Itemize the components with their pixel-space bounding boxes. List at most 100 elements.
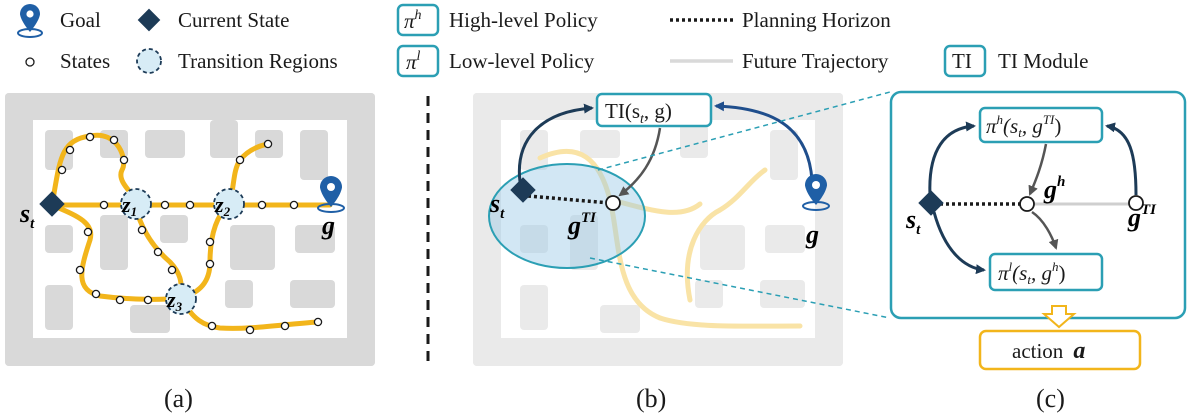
pi-h-box-close: ) bbox=[1054, 114, 1061, 138]
pi-h-badge-symbol: π bbox=[404, 9, 415, 33]
transition-region-z1: z1 bbox=[120, 188, 152, 220]
pi-l-box-mid: , g bbox=[1031, 261, 1052, 285]
svg-text:z1: z1 bbox=[121, 192, 137, 219]
current-state-c bbox=[918, 190, 944, 216]
st-a-subscript: t bbox=[30, 216, 35, 232]
transition-region-icon bbox=[136, 48, 162, 74]
transition-region-z2: z2 bbox=[213, 188, 245, 220]
pi-l-box-superscript-h: h bbox=[1052, 259, 1059, 274]
pi-h-badge bbox=[396, 3, 440, 37]
goal-a-label: g bbox=[321, 211, 335, 240]
action-variable: a bbox=[1073, 338, 1085, 364]
planning-horizon-b bbox=[527, 194, 611, 205]
legend-high-level-policy-label: High-level Policy bbox=[449, 8, 598, 32]
gti-b-symbol: g bbox=[567, 211, 581, 240]
svg-text:gh: gh bbox=[1043, 174, 1065, 204]
pi-l-badge-superscript: l bbox=[417, 49, 421, 64]
z1-subscript: 1 bbox=[131, 204, 138, 219]
svg-text:πl: πl bbox=[406, 49, 421, 74]
z2-subscript: 2 bbox=[223, 204, 231, 219]
ti-box-subscript: t bbox=[640, 112, 645, 127]
panel-b-caption: (b) bbox=[636, 384, 666, 413]
z3-symbol: z bbox=[166, 287, 176, 312]
panel-a-caption: (a) bbox=[164, 384, 193, 413]
gti-c-symbol: g bbox=[1127, 203, 1141, 232]
ti-badge-label: TI bbox=[952, 49, 972, 73]
ti-badge bbox=[943, 44, 987, 78]
st-b-subscript: t bbox=[500, 206, 505, 222]
arrow-st-to-pi-h bbox=[928, 121, 976, 196]
subgoal-gti-c-node bbox=[1128, 195, 1144, 211]
svg-text:z3: z3 bbox=[166, 287, 183, 314]
ti-box-tail: , g) bbox=[644, 99, 672, 123]
state-dots-a bbox=[57, 132, 323, 335]
current-state-diamond-icon bbox=[137, 8, 161, 32]
goal-pin-b bbox=[802, 174, 830, 211]
pi-h-box-args: (s bbox=[1003, 114, 1018, 138]
svg-text:st: st bbox=[489, 189, 505, 222]
panel-c-caption: (c) bbox=[1036, 384, 1065, 413]
action-box bbox=[978, 329, 1142, 371]
state-dot-icon bbox=[25, 57, 35, 67]
svg-text:πl(st, gh): πl(st, gh) bbox=[998, 259, 1065, 287]
goal-pin-a bbox=[317, 176, 345, 213]
panel-b: st gTI TI(st, g) g (b) bbox=[473, 91, 891, 413]
pi-h-box-symbol: π bbox=[986, 114, 997, 138]
svg-text:st: st bbox=[905, 205, 921, 238]
pi-l-badge-symbol: π bbox=[406, 50, 417, 74]
svg-text:gTI: gTI bbox=[1127, 202, 1157, 232]
st-c-subscript: t bbox=[916, 222, 921, 238]
arrow-goal-to-ti bbox=[714, 101, 814, 181]
legend-states-label: States bbox=[60, 49, 110, 73]
pi-h-box-superscript-ti: TI bbox=[1043, 112, 1055, 127]
arrow-pi-h-to-gh bbox=[1028, 143, 1048, 196]
low-level-policy-box bbox=[988, 252, 1104, 292]
current-state-a bbox=[39, 191, 65, 217]
gti-b-superscript: TI bbox=[581, 210, 597, 226]
pi-l-box-symbol: π bbox=[998, 261, 1009, 285]
high-level-policy-box bbox=[978, 106, 1104, 144]
st-a-symbol: s bbox=[19, 199, 30, 228]
pi-l-box-subscript: t bbox=[1027, 272, 1031, 287]
pi-l-box-close: ) bbox=[1058, 261, 1065, 285]
zoom-line-bottom bbox=[589, 257, 891, 319]
z1-symbol: z bbox=[121, 192, 131, 217]
action-label: action bbox=[1012, 339, 1064, 363]
svg-text:st: st bbox=[19, 199, 35, 232]
arrow-st-to-ti bbox=[517, 103, 594, 183]
arrow-st-to-pi-l bbox=[932, 211, 986, 275]
legend-transition-regions-label: Transition Regions bbox=[178, 49, 338, 73]
ti-region-ellipse bbox=[488, 163, 646, 269]
subgoal-gti-b bbox=[605, 195, 621, 211]
legend: Goal Current State πh High-level Policy … bbox=[17, 3, 1088, 78]
ti-module-box bbox=[595, 92, 713, 128]
arrow-ti-to-gti bbox=[618, 127, 662, 197]
svg-text:z2: z2 bbox=[214, 192, 231, 219]
arrow-gti-to-pi-h bbox=[1105, 122, 1138, 196]
z2-symbol: z bbox=[214, 192, 224, 217]
pi-h-box-mid: , g bbox=[1022, 114, 1043, 138]
ti-box-head: TI(s bbox=[605, 99, 640, 123]
pi-l-box-args: (s bbox=[1012, 261, 1027, 285]
goal-b-label: g bbox=[805, 220, 819, 249]
pi-l-badge bbox=[396, 44, 440, 78]
st-c-symbol: s bbox=[905, 205, 916, 234]
gti-c-superscript: TI bbox=[1141, 202, 1157, 218]
gh-superscript: h bbox=[1057, 174, 1065, 190]
legend-planning-horizon-label: Planning Horizon bbox=[742, 8, 891, 32]
legend-future-trajectory-label: Future Trajectory bbox=[742, 49, 889, 73]
subgoal-gh-node bbox=[1019, 196, 1035, 212]
output-arrow-icon bbox=[1041, 305, 1077, 329]
z3-subscript: 3 bbox=[175, 299, 183, 314]
legend-current-state-label: Current State bbox=[178, 8, 289, 32]
pi-h-box-subscript: t bbox=[1018, 125, 1022, 140]
svg-text:πh(st, gTI): πh(st, gTI) bbox=[986, 112, 1061, 140]
pi-l-box-superscript: l bbox=[1009, 259, 1013, 274]
pi-h-badge-superscript: h bbox=[415, 8, 422, 23]
current-state-b bbox=[510, 177, 536, 203]
legend-goal-label: Goal bbox=[60, 8, 101, 32]
maze-b bbox=[473, 93, 843, 366]
